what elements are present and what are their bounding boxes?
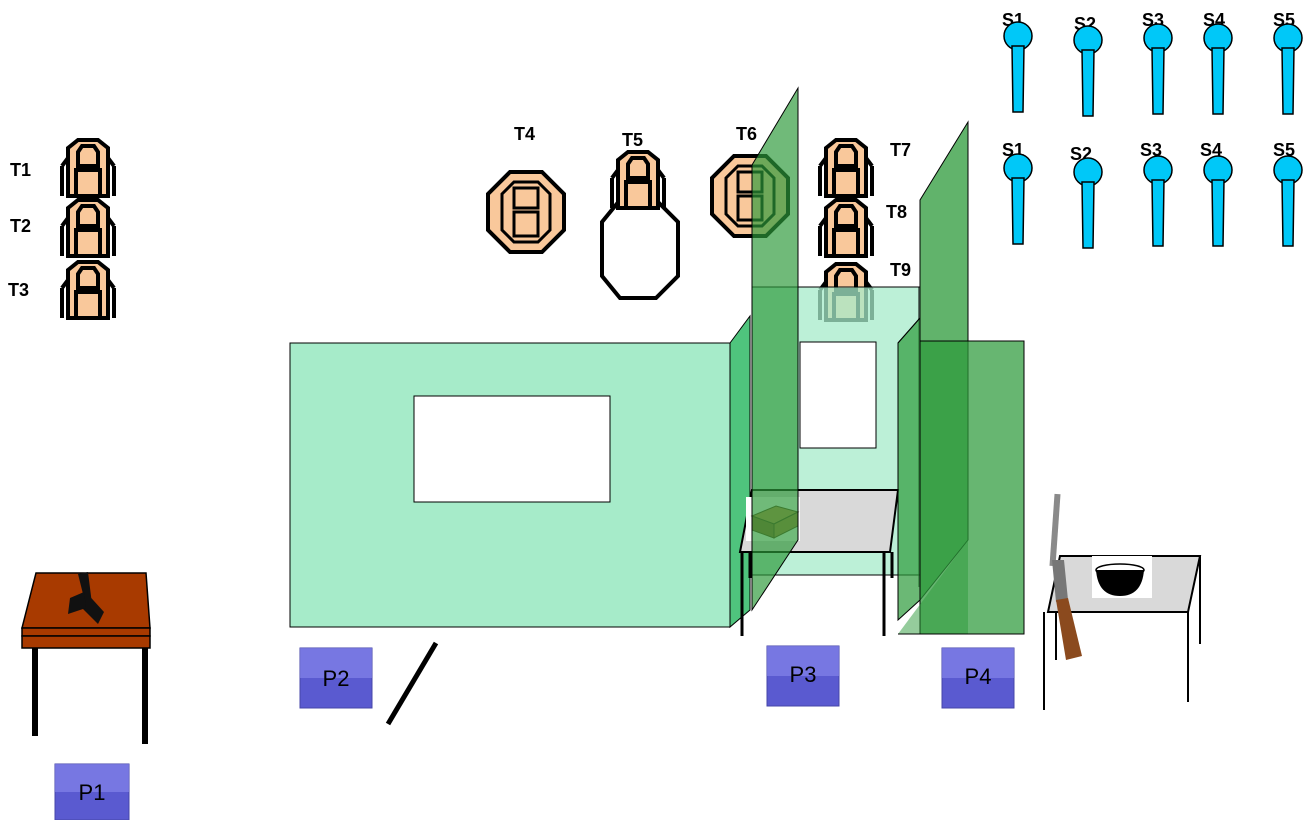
position-label-p1: P1 (79, 780, 106, 805)
label-t7: T7 (890, 140, 911, 160)
steel-row-1: S1 S2 S3 S4 S5 (1002, 10, 1303, 117)
target-t1: T1 (10, 138, 116, 198)
label-t4: T4 (514, 124, 535, 144)
label-t2: T2 (10, 216, 31, 236)
label-t3: T3 (8, 280, 29, 300)
steel-popper (1273, 23, 1303, 115)
steel-popper (1073, 25, 1103, 117)
target-t7: T7 (818, 138, 911, 198)
target-t4: T4 (486, 124, 566, 254)
position-label-p3: P3 (790, 662, 817, 687)
steel-popper (1273, 155, 1303, 247)
target-t2: T2 (10, 198, 116, 258)
steel-label-s5: S5 (1273, 140, 1295, 160)
wall-front-right (897, 316, 1025, 635)
label-t6: T6 (736, 124, 757, 144)
steel-label-s3: S3 (1140, 140, 1162, 160)
wall-window (413, 395, 611, 503)
position-label-p2: P2 (323, 666, 350, 691)
label-t5: T5 (622, 130, 643, 150)
label-t1: T1 (10, 160, 31, 180)
position-p1: P1 (54, 763, 130, 820)
steel-popper (1143, 23, 1173, 115)
label-t9: T9 (890, 260, 911, 280)
steel-popper (1203, 23, 1233, 115)
shotgun-icon (1049, 493, 1082, 660)
table-p4 (1043, 493, 1202, 710)
target-t6: T6 (710, 124, 790, 238)
target-t3: T3 (8, 260, 116, 320)
steel-popper (1003, 153, 1033, 245)
wall-side-left (751, 86, 799, 612)
target-t5: T5 (610, 130, 666, 210)
target-t9: T9 (818, 260, 911, 322)
label-t8: T8 (886, 202, 907, 222)
wall-left (289, 314, 751, 629)
steel-popper (1003, 21, 1033, 113)
bowl-icon (1092, 556, 1152, 598)
fault-line (385, 641, 439, 726)
steel-row-2: S1 S2 S3 S4 S5 (1002, 140, 1303, 249)
position-p4: P4 (941, 647, 1015, 709)
steel-popper (1073, 157, 1103, 249)
steel-popper (1143, 155, 1173, 247)
wall-window (799, 341, 877, 449)
position-p2: P2 (299, 647, 373, 709)
target-t8: T8 (818, 198, 907, 258)
no-shoot-target (600, 198, 680, 300)
pistol-icon (68, 572, 104, 624)
position-label-p4: P4 (965, 664, 992, 689)
position-p3: P3 (766, 645, 840, 707)
table-p1 (21, 572, 151, 744)
steel-popper (1203, 155, 1233, 247)
steel-label-s4: S4 (1200, 140, 1222, 160)
